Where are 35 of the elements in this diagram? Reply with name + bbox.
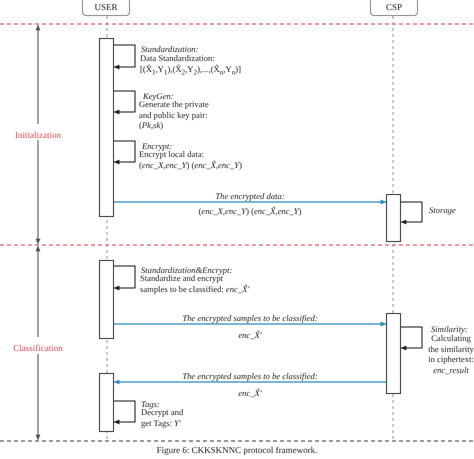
message-arrow bbox=[114, 200, 387, 204]
edge-label: Tags: bbox=[141, 399, 160, 409]
self-message-arrow bbox=[113, 400, 136, 424]
activation-bar bbox=[99, 260, 114, 339]
edge-label: Standardization&Encrypt: bbox=[141, 265, 232, 275]
lifeline-header: CSP bbox=[370, 0, 418, 16]
phase-label: Initialization bbox=[14, 130, 62, 142]
edge-label: Encrypt: bbox=[142, 141, 172, 151]
edge-label: Similarity: bbox=[431, 324, 468, 335]
message-text: enc_X̃′ bbox=[238, 388, 262, 399]
phase-label: Classification bbox=[12, 343, 64, 354]
message-text: Calculating the similarity in ciphertext: enc_result bbox=[427, 333, 474, 376]
activation-bar bbox=[99, 38, 114, 217]
self-message-arrow bbox=[400, 202, 422, 224]
activation-bar bbox=[99, 373, 114, 432]
edge-label: Standardization: bbox=[141, 44, 198, 55]
edge-label: Storage bbox=[429, 205, 456, 216]
edge-label: The encrypted samples to be classified: bbox=[182, 371, 318, 382]
message-arrow bbox=[113, 380, 386, 384]
lifeline-header: USER bbox=[82, 0, 130, 16]
edge-label: The encrypted samples to be classified: bbox=[182, 313, 318, 324]
message-text: enc_X̃′ bbox=[238, 330, 262, 341]
message-text: Data Standardization: [(X̃$_{1}$,Y$_{1}$),(X̃$_{2}$,Y$_{2}$),...,(X̃$_{n}$,Y$_{n}$)] bbox=[140, 53, 242, 78]
activation-bar bbox=[386, 194, 401, 242]
figure-caption: Figure 6: CKKSKNNC protocol framework. bbox=[156, 445, 318, 456]
message-text: (enc_X,enc_Y) (enc_X̃,enc_Y) bbox=[198, 206, 302, 217]
activation-bar bbox=[386, 313, 401, 394]
self-message-arrow bbox=[113, 140, 136, 164]
self-message-arrow bbox=[113, 44, 136, 70]
self-message-arrow bbox=[400, 326, 422, 350]
message-arrow bbox=[114, 322, 387, 326]
edge-label: KeyGen: bbox=[143, 91, 174, 101]
self-message-arrow bbox=[113, 90, 136, 114]
self-message-arrow bbox=[113, 266, 136, 290]
edge-label: The encrypted data: bbox=[215, 191, 285, 202]
